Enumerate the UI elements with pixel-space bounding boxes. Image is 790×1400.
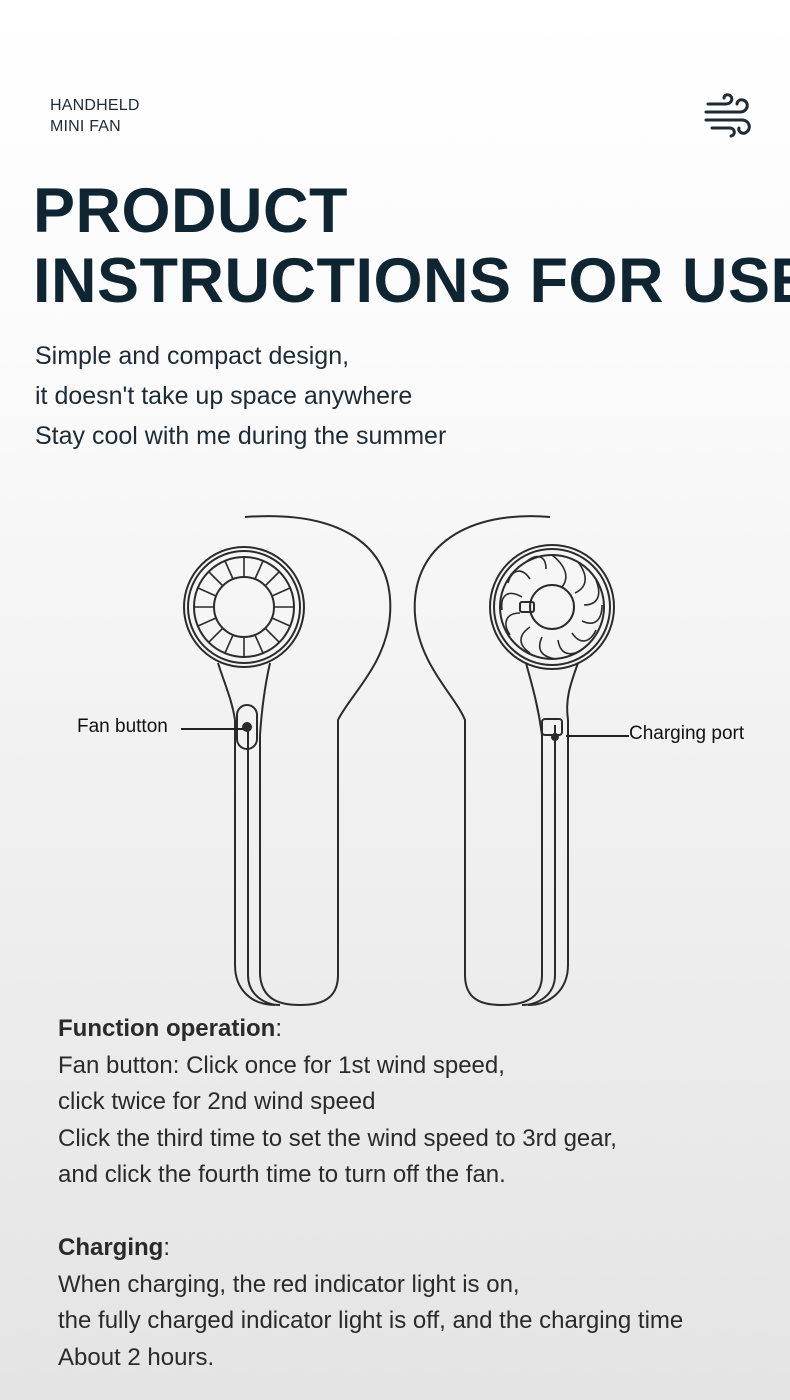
charging-port-callout-label: Charging port xyxy=(629,723,745,744)
tagline-line: Simple and compact design, xyxy=(35,342,350,370)
charging-line: About 2 hours. xyxy=(58,1343,215,1371)
page-title: PRODUCT INSTRUCTIONS FOR USE xyxy=(33,176,790,316)
section-heading-line: Charging: xyxy=(58,1230,683,1267)
charging-line: the fully charged indicator light is off… xyxy=(58,1307,684,1334)
brand-line-2: MINI FAN xyxy=(50,118,121,135)
function-operation-heading: Function operation xyxy=(58,1015,276,1042)
function-line: and click the fourth time to turn off th… xyxy=(58,1161,506,1188)
section-heading-line: Function operation: xyxy=(58,1011,617,1048)
function-operation-section: Function operation: Fan button: Click on… xyxy=(58,1011,617,1194)
brand-label: HANDHELD MINI FAN xyxy=(50,95,140,137)
heading-colon: : xyxy=(275,1015,282,1042)
tagline-line: Stay cool with me during the summer xyxy=(35,422,447,450)
tagline: Simple and compact design, it doesn't ta… xyxy=(35,336,446,456)
fan-illustration xyxy=(183,515,615,1007)
brand-line-1: HANDHELD xyxy=(50,97,140,114)
charging-heading: Charging xyxy=(58,1234,164,1261)
function-line: Click the third time to set the wind spe… xyxy=(58,1124,617,1152)
function-line: Fan button: Click once for 1st wind spee… xyxy=(58,1051,505,1079)
title-line-1: PRODUCT xyxy=(33,176,348,246)
fan-back-view xyxy=(413,515,615,1007)
function-line: click twice for 2nd wind speed xyxy=(58,1088,376,1115)
charging-section: Charging: When charging, the red indicat… xyxy=(58,1230,683,1376)
heading-colon: : xyxy=(163,1234,170,1261)
charging-line: When charging, the red indicator light i… xyxy=(58,1270,520,1298)
title-line-2: INSTRUCTIONS FOR USE xyxy=(33,246,790,316)
fan-button-callout-label: Fan button xyxy=(77,716,168,737)
fan-button-callout-line xyxy=(181,728,244,730)
fan-front-view xyxy=(183,515,392,1007)
wind-icon xyxy=(704,93,751,138)
charging-port-callout-line xyxy=(566,735,629,737)
tagline-line: it doesn't take up space anywhere xyxy=(35,382,413,410)
